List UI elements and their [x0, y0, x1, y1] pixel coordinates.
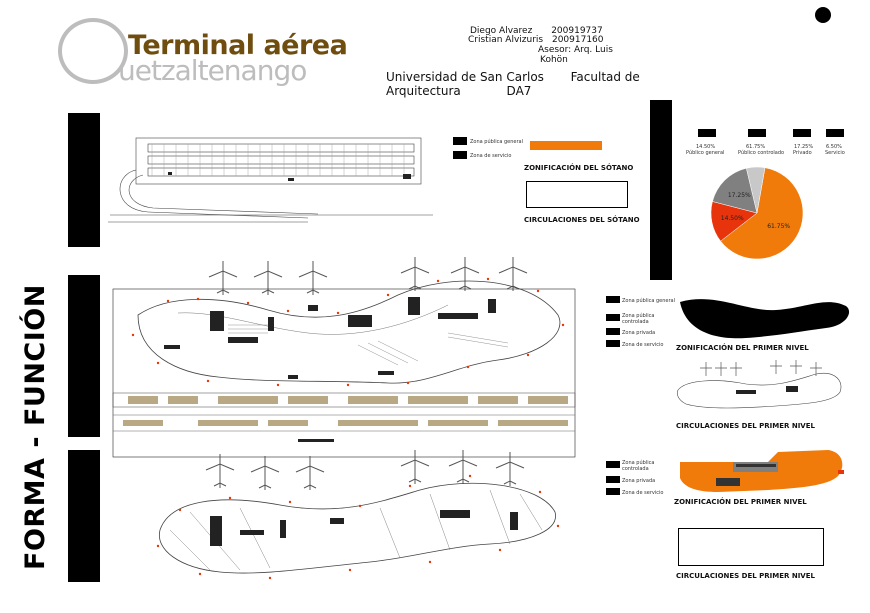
basement-circulation-box: [526, 181, 628, 208]
airplane-icon: [495, 452, 525, 486]
pie-slice-label: 14.50%: [721, 215, 744, 222]
airplane-icon: [208, 261, 238, 295]
advisor-line-1: Asesor: Arq. Luis: [538, 45, 613, 55]
first-level-plan-drawing: [112, 257, 576, 458]
second-level-circulation-box: [678, 528, 824, 566]
pie-legend-pct: 61.75%: [746, 144, 766, 150]
pie-legend-pct: 17.25%: [794, 144, 814, 150]
airplane-icon: [498, 257, 528, 291]
legend-swatch-controlled: [606, 461, 620, 468]
airplane-icon: [295, 456, 325, 490]
first-level-legend-3: Zona privada: [622, 330, 656, 336]
second-level-legend-2: Zona privada: [622, 478, 656, 484]
legend-swatch-service: [606, 340, 620, 347]
airplane-icon: [250, 456, 280, 490]
airplane-icon: [253, 261, 283, 295]
first-level-zoning-shape: [680, 299, 850, 339]
pie-slice: [720, 167, 804, 260]
pie-legend-swatch: [826, 129, 844, 137]
author-name: Cristian Alvizuris: [468, 35, 544, 45]
pie-legend-swatch: [793, 129, 811, 137]
legend-swatch-private: [606, 328, 620, 335]
side-bar-top: [68, 113, 100, 247]
logo-q-ring-icon: [58, 18, 128, 84]
vertical-title: FORMA - FUNCIÓN: [20, 284, 51, 570]
institution: Universidad de San Carlos Facultad de Ar…: [386, 70, 640, 98]
airplane-icon: [205, 454, 235, 488]
basement-zoning-label: ZONIFICACIÓN DEL SÓTANO: [524, 164, 634, 172]
legend-swatch-controlled: [606, 314, 620, 321]
author-id: 200919737: [551, 26, 603, 36]
pie-legend-name: Público general: [686, 150, 725, 156]
logo-title: Terminal aérea: [128, 30, 348, 61]
pie-slice-label: 17.25%: [728, 192, 751, 199]
institution-line-1: Universidad de San Carlos Facultad de: [386, 70, 640, 84]
advisor: Asesor: Arq. Luis Kohön: [538, 45, 613, 65]
airplane-icon: [448, 450, 478, 484]
side-bar-middle: [68, 275, 100, 437]
pie-side-bar: [650, 100, 672, 280]
pie-legend-pct: 6.50%: [826, 144, 842, 150]
airplane-icon: [298, 261, 328, 295]
legend-swatch-private: [606, 476, 620, 483]
author-id: 200917160: [551, 35, 604, 45]
legend-swatch-public: [606, 296, 620, 303]
pie-legend-swatch: [698, 129, 716, 137]
airplane-icon: [450, 257, 480, 291]
basement-circulation-label: CIRCULACIONES DEL SÓTANO: [524, 216, 640, 224]
legend-swatch-public: [453, 137, 467, 145]
institution-line-2: Arquitectura DA7: [386, 84, 532, 98]
pie-legend-pct: 14.50%: [696, 144, 716, 150]
logo-subtitle: uetzaltenango: [118, 54, 307, 87]
zoning-pie-chart: 61.75% 14.50% 17.25%: [710, 166, 804, 260]
pie-slice: [746, 166, 766, 214]
first-level-legend-2: Zona pública controlada: [622, 313, 655, 325]
first-level-legend-4: Zona de servicio: [622, 342, 664, 348]
basement-legend-2: Zona de servicio: [470, 153, 512, 159]
basement-zoning-shape: [530, 141, 602, 150]
pie-legend-name: Privado: [793, 150, 812, 156]
second-level-legend-1: Zona pública controlada: [622, 460, 655, 472]
legend-swatch-service: [606, 488, 620, 495]
pie-slice-label: 61.75%: [767, 223, 790, 230]
pie-legend-swatch: [748, 129, 766, 137]
author-1: Diego Alvarez 200919737: [470, 26, 603, 36]
side-bar-bottom: [68, 450, 100, 582]
author-name: Diego Alvarez: [470, 26, 533, 36]
second-level-zoning-label: ZONIFICACIÓN DEL PRIMER NIVEL: [674, 498, 807, 506]
pie-slice: [712, 167, 758, 214]
first-level-legend-1: Zona pública general: [622, 298, 676, 304]
legend-swatch-service: [453, 151, 467, 159]
advisor-line-2: Kohön: [540, 55, 568, 65]
first-level-circulation-drawing: [676, 360, 842, 409]
basement-plan-drawing: [108, 137, 433, 223]
second-level-circulation-label: CIRCULACIONES DEL PRIMER NIVEL: [676, 572, 815, 580]
airplane-icon: [400, 450, 430, 484]
second-level-legend-3: Zona de servicio: [622, 490, 664, 496]
first-level-circulation-label: CIRCULACIONES DEL PRIMER NIVEL: [676, 422, 815, 430]
second-level-plan-drawing: [156, 450, 560, 580]
first-level-zoning-label: ZONIFICACIÓN DEL PRIMER NIVEL: [676, 344, 809, 352]
basement-legend-1: Zona pública general: [470, 139, 524, 145]
second-level-zoning-shape: [680, 450, 844, 492]
pie-legend-name: Servicio: [825, 150, 845, 156]
author-2: Cristian Alvizuris 200917160: [468, 35, 604, 45]
pie-legend-name: Público controlado: [738, 150, 785, 156]
corner-dot-icon: [815, 7, 831, 23]
